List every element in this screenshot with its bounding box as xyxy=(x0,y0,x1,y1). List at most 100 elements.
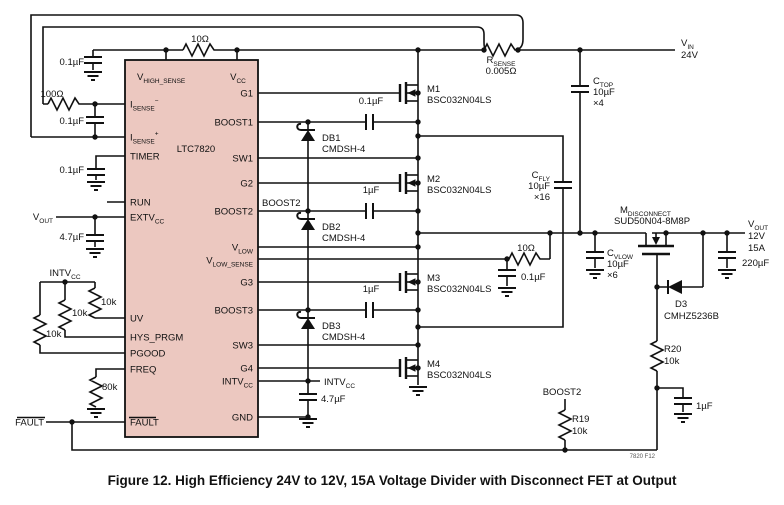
resistor-freq-80k xyxy=(89,376,103,408)
label-vls-10ohm: 10Ω xyxy=(517,243,535,254)
pin-vlow: VLOW xyxy=(232,243,254,256)
label-cvlow-value: 10µF xyxy=(607,259,629,270)
junction-dots xyxy=(62,47,730,453)
label-net-vout-right: VOUT xyxy=(748,219,768,232)
label-db1: DB1 xyxy=(322,133,340,144)
resistor-hys-10k xyxy=(58,299,72,331)
label-cap-extvcc: 4.7µF xyxy=(60,232,85,243)
ic-ltc7820: LTC7820 VHIGH_SENSE VCC ISENSE− ISENSE+ … xyxy=(124,59,259,438)
diodes xyxy=(296,122,682,330)
label-d3: D3 xyxy=(675,299,687,310)
label-r19-value: 10k xyxy=(572,426,588,437)
pin-boost2: BOOST2 xyxy=(214,207,253,218)
label-m4-part: BSC032N04LS xyxy=(427,370,491,381)
cap-isense-01uf xyxy=(85,116,105,124)
label-db3: DB3 xyxy=(322,321,340,332)
label-ctop-value: 10µF xyxy=(593,87,615,98)
label-10k-hys: 10k xyxy=(72,308,88,319)
cap-ctop xyxy=(570,85,590,93)
label-mdisconnect: MDISCONNECT xyxy=(620,205,671,218)
label-m3: M3 xyxy=(427,273,440,284)
mosfet-m2 xyxy=(398,170,420,196)
label-cap-boost2: 1µF xyxy=(363,185,380,196)
cap-cvlow xyxy=(585,251,605,259)
cap-boost1-01uf xyxy=(365,113,374,131)
pin-sw3: SW3 xyxy=(232,341,253,352)
mosfet-m4 xyxy=(398,355,420,381)
label-db3-part: CMDSH-4 xyxy=(322,332,365,343)
label-cap-vls: 0.1µF xyxy=(521,272,546,283)
label-cap-output: 220µF xyxy=(742,258,769,269)
mosfets xyxy=(398,80,674,381)
label-db1-part: CMDSH-4 xyxy=(322,144,365,155)
label-rsense: RSENSE xyxy=(487,55,517,68)
cap-gate-1uf xyxy=(673,397,693,405)
label-vout-voltage: 12V xyxy=(748,231,766,242)
label-ctop: CTOP xyxy=(593,76,613,89)
resistor-uv-10k xyxy=(88,287,102,319)
cap-extvcc-47uf xyxy=(85,234,105,242)
pin-isense-minus: ISENSE− xyxy=(130,98,159,113)
mosfet-mdisconnect xyxy=(638,233,674,287)
label-net-vout-left: VOUT xyxy=(33,212,53,225)
cap-vcc-01uf xyxy=(83,56,103,64)
label-cap-boost3: 1µF xyxy=(363,284,380,295)
pin-isense-plus: ISENSE+ xyxy=(130,131,159,146)
pin-sw1: SW1 xyxy=(232,154,253,165)
pin-extvcc: EXTVCC xyxy=(130,213,165,226)
label-100ohm: 100Ω xyxy=(41,89,64,100)
pin-vhigh-sense: VHIGH_SENSE xyxy=(137,72,186,85)
pin-g1: G1 xyxy=(240,89,253,100)
cap-boost3-1uf xyxy=(365,301,374,319)
resistor-pgood-10k xyxy=(33,314,47,346)
label-cap-vcc: 0.1µF xyxy=(60,57,85,68)
pin-boost3: BOOST3 xyxy=(214,306,253,317)
cap-intvcc-47uf xyxy=(298,393,318,401)
pin-uv: UV xyxy=(130,314,144,325)
ic-name: LTC7820 xyxy=(177,144,215,155)
label-db2-part: CMDSH-4 xyxy=(322,233,365,244)
label-10k-uv: 10k xyxy=(101,297,117,308)
resistor-r20 xyxy=(650,340,664,372)
diode-d3 xyxy=(667,280,682,294)
label-net-fault: FAULT xyxy=(15,418,44,429)
label-cap-intvcc: 4.7µF xyxy=(321,394,346,405)
figure-caption: Figure 12. High Efficiency 24V to 12V, 1… xyxy=(108,473,677,488)
label-vout-current: 15A xyxy=(748,243,766,254)
pin-pgood: PGOOD xyxy=(130,349,166,360)
cap-cfly xyxy=(553,181,573,189)
label-ctop-count: ×4 xyxy=(593,98,604,109)
diode-db1 xyxy=(296,122,316,142)
pin-vcc: VCC xyxy=(230,72,246,85)
cap-timer-01uf xyxy=(86,168,106,176)
label-cap-boost1: 0.1µF xyxy=(359,96,384,107)
pin-g3: G3 xyxy=(240,278,253,289)
cap-vlowsense-01uf xyxy=(497,269,517,277)
resistor-vlowsense-10ohm xyxy=(508,252,544,266)
pin-gnd: GND xyxy=(232,413,253,424)
pin-fault: FAULT xyxy=(130,418,159,429)
pin-intvcc: INTVCC xyxy=(222,377,253,390)
label-m2-part: BSC032N04LS xyxy=(427,185,491,196)
pin-boost1: BOOST1 xyxy=(214,118,253,129)
label-net-vin: VIN xyxy=(681,38,694,51)
label-vin-value: 24V xyxy=(681,50,699,61)
diode-db2 xyxy=(296,211,316,231)
label-cap-timer: 0.1µF xyxy=(60,165,85,176)
wires xyxy=(30,14,745,451)
label-m3-part: BSC032N04LS xyxy=(427,284,491,295)
label-r19: R19 xyxy=(572,414,589,425)
label-m2: M2 xyxy=(427,174,440,185)
resistor-vcc-10ohm xyxy=(182,43,218,57)
label-cvlow-count: ×6 xyxy=(607,270,618,281)
cap-boost2-1uf xyxy=(365,202,374,220)
label-m4: M4 xyxy=(427,359,440,370)
mosfet-m1 xyxy=(398,80,420,106)
label-cfly-value: 10µF xyxy=(528,181,550,192)
label-cfly-count: ×16 xyxy=(534,192,550,203)
diode-db3 xyxy=(296,310,316,330)
pin-run: RUN xyxy=(130,198,151,209)
pin-vlow-sense: VLOW_SENSE xyxy=(206,256,253,269)
label-r20: R20 xyxy=(664,344,681,355)
